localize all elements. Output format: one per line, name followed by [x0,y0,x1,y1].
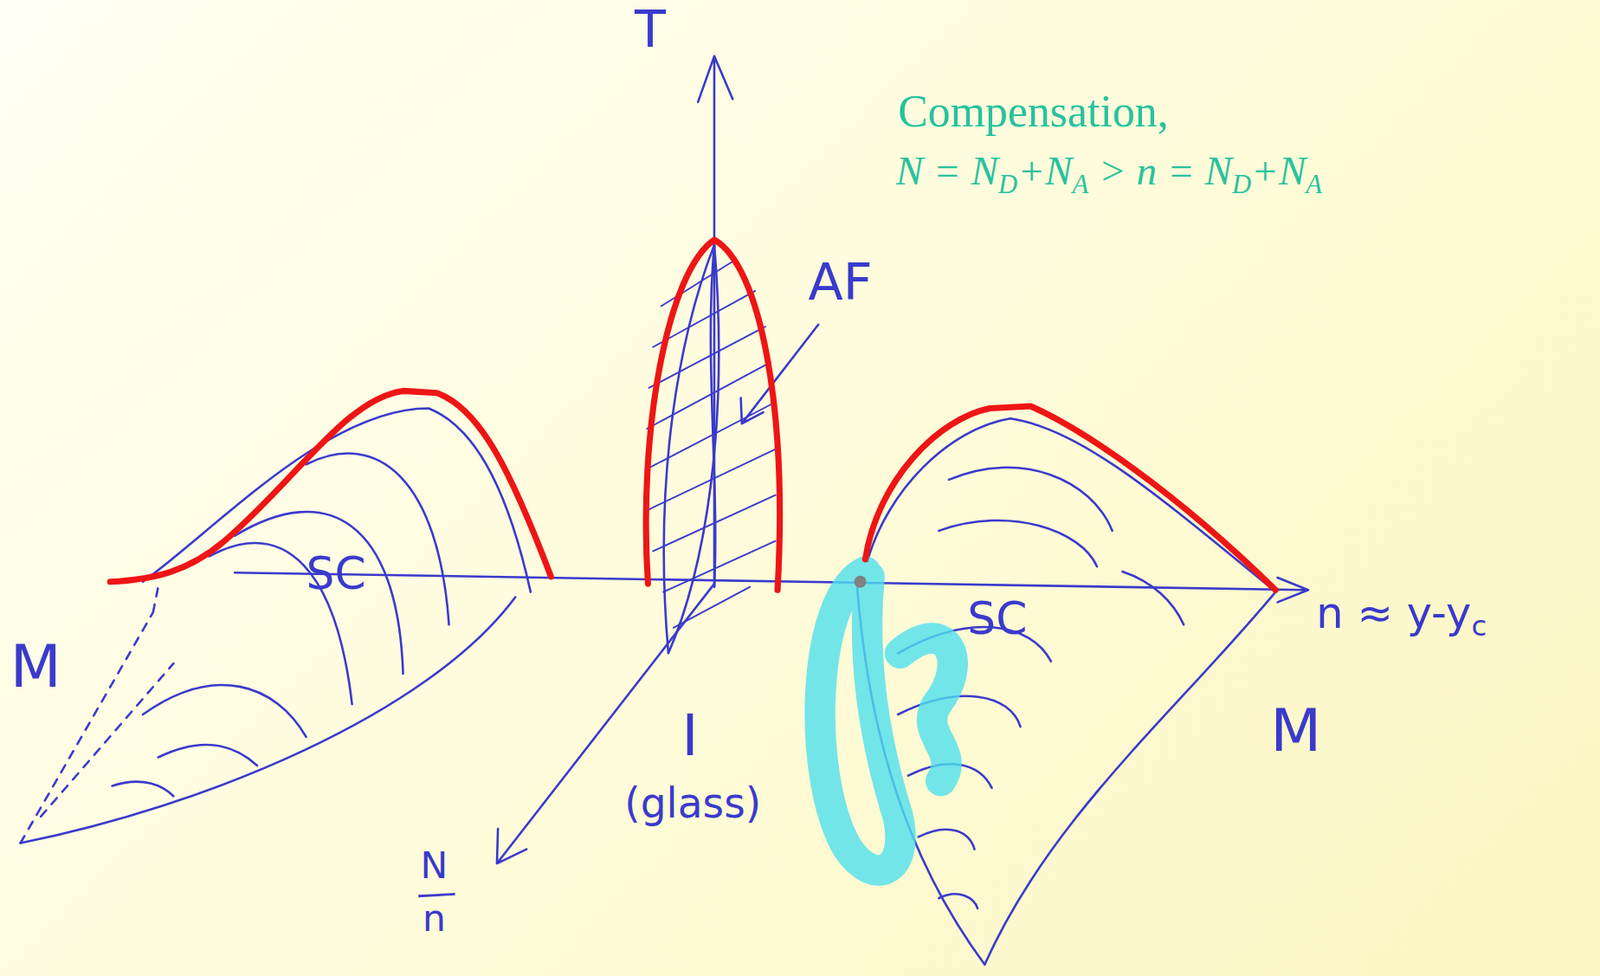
subscript: D [1232,168,1252,199]
note-heading: Compensation, [897,87,1169,137]
phase-label: (glass) [624,780,762,826]
note-formula: N = ND+NA > n = ND+NA [896,148,1323,194]
right-sc-boundary [864,406,1276,590]
phase-label: I [681,703,698,768]
af-boundary [645,239,780,590]
left-surface-dashed [20,587,175,844]
phase-label: SC [967,593,1027,644]
af-pointer [741,324,820,424]
af-center [710,245,716,588]
subscript: c [1470,610,1487,643]
subscript: D [998,168,1018,199]
right-sc-contour [1122,571,1184,625]
subscript: A [1305,168,1323,199]
right-surface-edge [984,592,1276,965]
fraction-bar [418,893,455,896]
left-sc-contour [306,453,450,626]
phase-label: M [1270,698,1322,764]
n-axis [234,572,1309,602]
axis-label: n ≈ y-yc [1316,589,1487,637]
t-axis [697,56,733,588]
right-sc-contour [897,696,1020,727]
left-sc-contour [142,684,307,737]
axis-label: n [422,897,446,939]
right-sc-contour [938,520,1097,567]
highlight [819,571,953,871]
left-sc-contour [112,781,175,797]
phase-label: AF [807,255,872,312]
right-sc-contour [918,829,975,850]
axis-label: N [420,845,449,886]
subscript: A [1071,168,1089,199]
phase-label: SC [306,548,367,599]
left-sc-contour [234,511,403,674]
axis-label: T [634,1,666,59]
left-sc-contour [158,744,258,766]
phase-label: M [10,634,62,700]
left-surface-edge [20,596,517,843]
critical-point [853,575,866,588]
